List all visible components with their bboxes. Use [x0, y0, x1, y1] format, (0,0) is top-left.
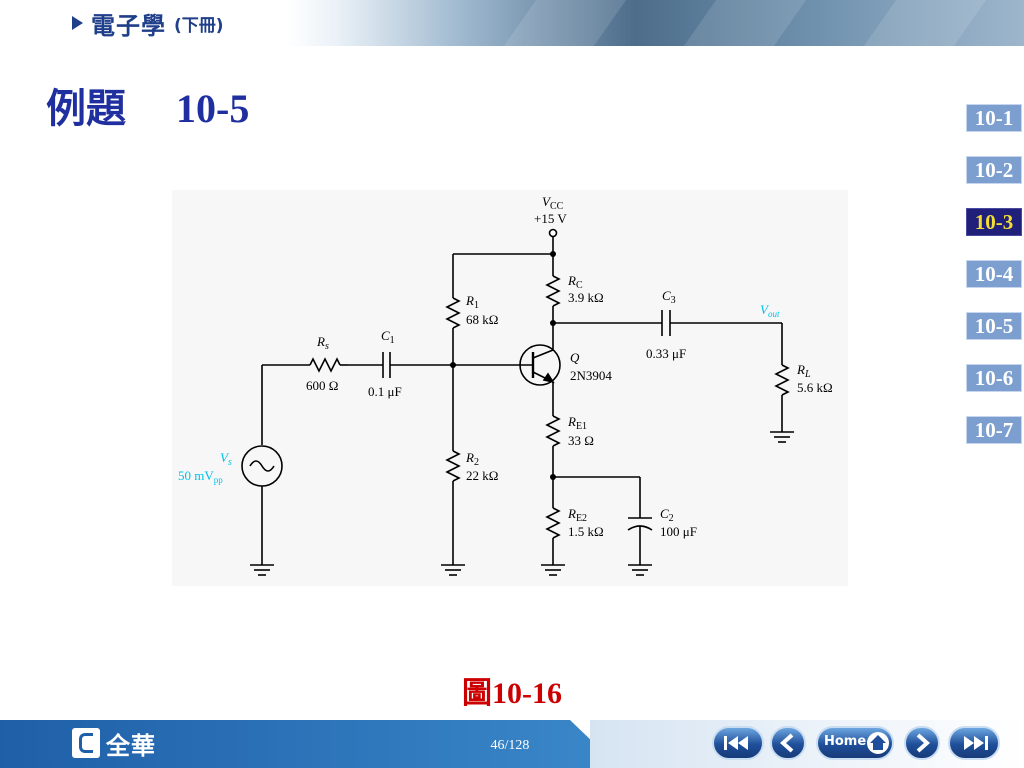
r1-label: R1: [465, 293, 479, 311]
home-icon: [867, 732, 889, 754]
section-button-10-5[interactable]: 10-5: [966, 312, 1022, 340]
publisher-logo-icon: [72, 728, 100, 758]
ground-icon: [250, 564, 274, 576]
re1-label: RE1: [567, 414, 587, 432]
play-arrow-icon: [72, 16, 83, 30]
slide-title-word: 例題: [46, 85, 126, 132]
re2-label: RE2: [567, 506, 587, 524]
r2-label: R2: [465, 450, 479, 468]
circuit-figure: VCC +15 V RC 3.9 kΩ R1 68 kΩ R2 22 kΩ RE…: [172, 190, 848, 586]
last-page-button[interactable]: [948, 726, 1000, 760]
section-button-10-7[interactable]: 10-7: [966, 416, 1022, 444]
r2-value: 22 kΩ: [466, 468, 498, 483]
chevron-left-icon: [779, 733, 794, 753]
re1-value: 33 Ω: [568, 433, 594, 448]
bottom-bar: [0, 720, 1024, 768]
vcc-label: VCC: [542, 194, 564, 212]
vcc-terminal: [548, 228, 558, 238]
section-button-10-3[interactable]: 10-3: [966, 208, 1022, 236]
c1-value: 0.1 μF: [368, 384, 402, 399]
re2-resistor: [545, 507, 561, 539]
publisher-name: 全華: [106, 731, 156, 760]
ground-icon: [541, 564, 565, 576]
junction-dot: [550, 251, 556, 257]
next-page-button[interactable]: [904, 726, 940, 760]
slide-title: 例題 10-5: [46, 76, 249, 134]
section-button-10-2[interactable]: 10-2: [966, 156, 1022, 184]
top-banner: [0, 0, 1024, 46]
vcc-value: +15 V: [534, 211, 567, 226]
section-button-10-4[interactable]: 10-4: [966, 260, 1022, 288]
c3-label: C3: [662, 288, 676, 306]
book-volume: (下冊): [174, 15, 224, 36]
banner-decoration: [683, 0, 807, 46]
bottom-band: [0, 720, 620, 768]
rl-resistor: [774, 364, 790, 396]
junction-dot: [550, 474, 556, 480]
re1-resistor: [545, 415, 561, 447]
c3-value: 0.33 μF: [646, 346, 686, 361]
banner-decoration: [863, 0, 987, 46]
ground-icon: [770, 431, 794, 443]
junction-dot: [550, 320, 556, 326]
re2-value: 1.5 kΩ: [568, 524, 604, 539]
first-page-button[interactable]: [712, 726, 764, 760]
sine-wave-icon: [249, 460, 275, 472]
book-title: 電子學 (下冊): [72, 8, 224, 40]
rc-label: RC: [567, 273, 583, 291]
rl-value: 5.6 kΩ: [797, 380, 833, 395]
emitter-arrow-icon: [542, 372, 555, 384]
page-number: 46/128: [490, 738, 530, 753]
section-button-10-6[interactable]: 10-6: [966, 364, 1022, 392]
previous-page-button[interactable]: [770, 726, 806, 760]
book-title-text: 電子學: [91, 11, 166, 40]
transistor-label: Q: [570, 350, 580, 365]
rl-label: RL: [796, 362, 811, 380]
transistor-collector: [532, 349, 554, 359]
r1-resistor: [445, 297, 461, 329]
transistor-part: 2N3904: [570, 368, 612, 383]
junction-dot: [450, 362, 456, 368]
figure-caption: 圖10-16: [462, 677, 562, 710]
home-label: Home: [824, 734, 867, 749]
rs-label: Rs: [316, 334, 329, 352]
vs-label: Vs: [220, 450, 232, 468]
r2-resistor: [445, 450, 461, 482]
ground-icon: [441, 564, 465, 576]
rc-resistor: [545, 275, 561, 307]
c2-label: C2: [660, 506, 674, 524]
chevron-right-icon: [916, 733, 931, 753]
vs-value: 50 mVpp: [178, 468, 223, 485]
home-button[interactable]: Home: [816, 726, 894, 760]
vout-label: Vout: [760, 302, 780, 319]
ground-icon: [628, 564, 652, 576]
last-page-icon: [964, 736, 988, 750]
rs-value: 600 Ω: [306, 378, 338, 393]
first-page-icon: [724, 736, 748, 750]
r1-value: 68 kΩ: [466, 312, 498, 327]
c2-value: 100 μF: [660, 524, 697, 539]
rc-value: 3.9 kΩ: [568, 290, 604, 305]
rs-resistor: [309, 357, 341, 373]
circuit-diagram: VCC +15 V RC 3.9 kΩ R1 68 kΩ R2 22 kΩ RE…: [178, 194, 833, 576]
publisher: 全華: [72, 726, 156, 760]
banner-decoration: [503, 0, 627, 46]
c1-label: C1: [381, 328, 395, 346]
slide-title-number: 10-5: [176, 86, 250, 131]
section-button-10-1[interactable]: 10-1: [966, 104, 1022, 132]
